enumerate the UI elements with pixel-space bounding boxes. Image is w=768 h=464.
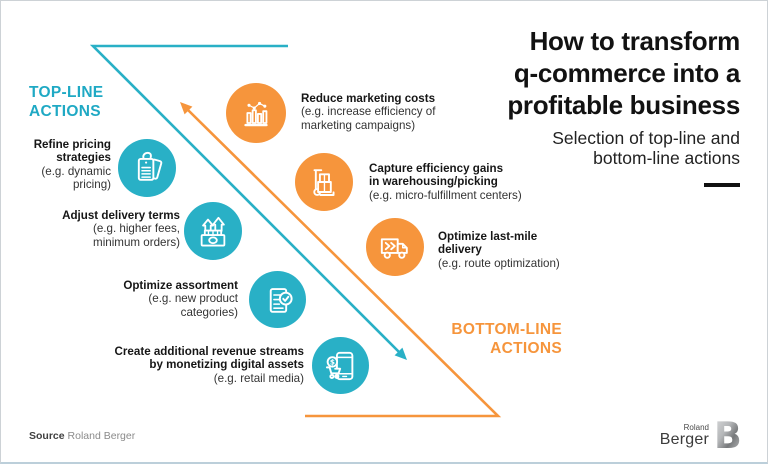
last-mile-badge (366, 218, 424, 276)
bottom-line-arrow (180, 102, 502, 418)
logo-wordmark: Roland Berger (660, 424, 709, 455)
banknote-growth-icon (200, 216, 226, 247)
checklist-icon (269, 287, 293, 313)
optimize-assortment-badge (249, 271, 306, 328)
action-adjust-delivery: Adjust delivery terms (e.g. higher fees,… (62, 209, 180, 249)
svg-text:$: $ (329, 357, 334, 366)
action-title: Adjust delivery terms (62, 209, 180, 222)
source-line: Source Roland Berger (29, 430, 135, 442)
title-underline-rule (704, 183, 740, 187)
revenue-streams-badge: $ (312, 337, 369, 394)
action-detail: (e.g. retail media) (213, 371, 304, 385)
action-detail: (e.g. micro-fulfillment centers) (369, 188, 522, 202)
logo-line2: Berger (659, 431, 709, 448)
action-detail: (e.g. higher fees,minimum orders) (92, 222, 180, 249)
hand-truck-icon (313, 169, 335, 196)
source-label: Source (29, 430, 65, 442)
action-title: Optimize assortment (123, 279, 238, 292)
action-detail: (e.g. route optimization) (438, 256, 560, 270)
svg-text:B: B (714, 415, 740, 455)
mobile-monetization-icon: $ (325, 351, 353, 380)
roland-berger-logo: Roland Berger B (660, 415, 740, 455)
reduce-marketing-badge (226, 83, 286, 143)
refine-pricing-badge (118, 139, 176, 197)
logo-line1: Roland (683, 423, 709, 432)
delivery-truck-icon (380, 238, 408, 259)
action-reduce-marketing: Reduce marketing costs (e.g. increase ef… (301, 92, 435, 132)
marketing-chart-icon (244, 101, 268, 127)
warehousing-badge (295, 153, 353, 211)
source-value: Roland Berger (67, 430, 136, 442)
adjust-delivery-badge (184, 202, 242, 260)
action-title: Reduce marketing costs (301, 92, 436, 105)
logo-b-monogram-icon: B (714, 415, 740, 455)
price-tags-icon (137, 151, 163, 181)
top-line-arrow (89, 44, 407, 360)
